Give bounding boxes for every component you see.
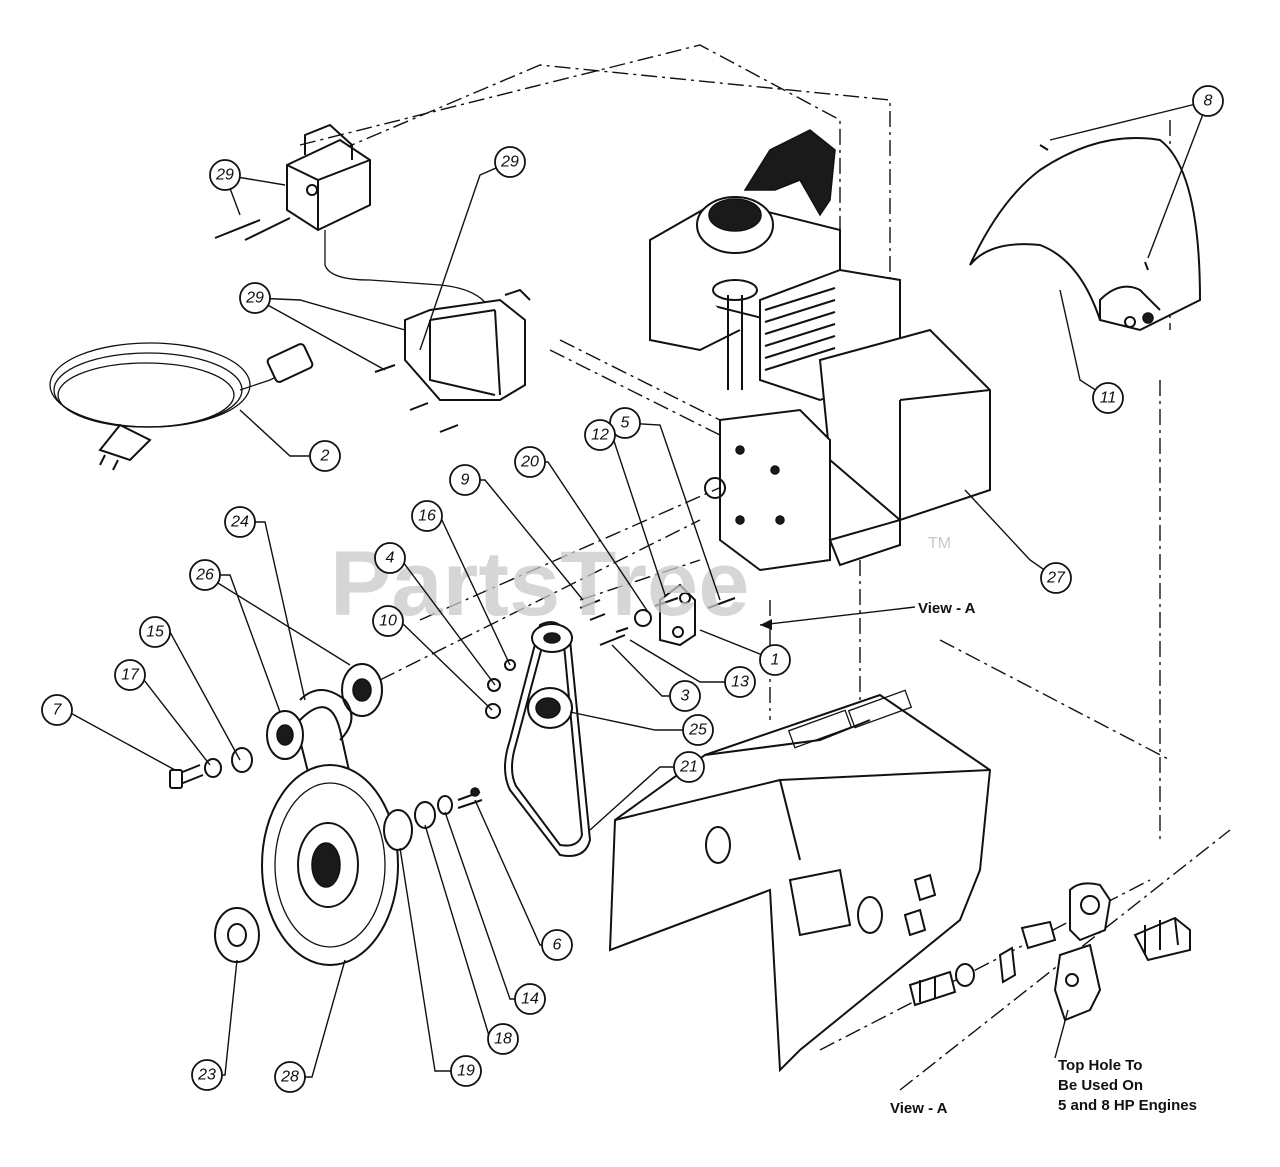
callout-24: 24 [224, 506, 256, 538]
callout-3: 3 [669, 680, 701, 712]
svg-text:25: 25 [688, 722, 707, 739]
svg-text:23: 23 [197, 1067, 216, 1084]
callout-6: 6 [541, 929, 573, 961]
svg-text:6: 6 [553, 937, 562, 954]
drive-pulley-assembly [214, 706, 483, 966]
watermark-trademark: TM [928, 535, 951, 552]
view-a-detail [908, 882, 1191, 1022]
callout-4: 4 [374, 542, 406, 574]
svg-text:29: 29 [245, 290, 264, 307]
svg-text:7: 7 [53, 702, 63, 719]
callout-21: 23 [191, 1059, 223, 1091]
svg-text:29: 29 [215, 167, 234, 184]
svg-text:10: 10 [379, 613, 397, 630]
callout-28: 28 [274, 1061, 306, 1093]
svg-text:4: 4 [386, 550, 395, 567]
svg-text:17: 17 [121, 667, 140, 684]
svg-text:9: 9 [461, 472, 470, 489]
callout-25: 25 [682, 714, 714, 746]
electric-starter [214, 123, 531, 433]
svg-text:3: 3 [681, 688, 690, 705]
svg-text:2: 2 [320, 448, 330, 465]
svg-text:1: 1 [771, 652, 780, 669]
svg-text:14: 14 [521, 991, 539, 1008]
power-cord [49, 342, 314, 471]
view-a-label-bottom: View - A [890, 1100, 948, 1117]
svg-text:26: 26 [195, 567, 214, 584]
svg-text:21: 21 [679, 759, 698, 776]
belt-cover [969, 137, 1202, 332]
callout-29-box: 29 [209, 159, 241, 191]
svg-text:28: 28 [280, 1069, 299, 1086]
svg-text:5: 5 [621, 415, 630, 432]
callout-26: 26 [189, 559, 221, 591]
callout-5: 5 [609, 407, 641, 439]
svg-text:13: 13 [731, 674, 749, 691]
callout-18: 18 [487, 1023, 519, 1055]
svg-text:11: 11 [1100, 390, 1117, 407]
callout-2: 2 [309, 440, 341, 472]
svg-text:8: 8 [1204, 93, 1213, 110]
frame-housing [608, 689, 992, 1073]
callout-15: 15 [139, 616, 171, 648]
callout-8: 8 [1192, 85, 1224, 117]
assembly-guide-lines [299, 44, 1231, 1091]
idler-hardware-stack [169, 663, 383, 789]
svg-text:29: 29 [500, 154, 519, 171]
svg-text:15: 15 [146, 624, 164, 641]
svg-text:19: 19 [457, 1063, 475, 1080]
svg-text:12: 12 [591, 427, 609, 444]
callout-13: 13 [724, 666, 756, 698]
callout-bubbles: 8 11 27 29 29 29 2 5 12 20 9 16 4 10 1 1… [41, 85, 1224, 1093]
callout-1-bracket: 1 [759, 644, 791, 676]
callout-10: 10 [372, 605, 404, 637]
svg-text:16: 16 [418, 508, 436, 525]
engine [649, 129, 991, 572]
view-a-label-top: View - A [918, 600, 976, 617]
callout-29-motor: 29 [239, 282, 271, 314]
callout-29-top: 29 [494, 146, 526, 178]
callout-11: 11 [1092, 382, 1124, 414]
callout-19: 19 [450, 1055, 482, 1087]
svg-text:24: 24 [230, 514, 249, 531]
callout-17: 17 [114, 659, 146, 691]
callout-23: 21 [673, 751, 705, 783]
diagram-notes: View - A View - A Top Hole To Be Used On… [759, 600, 1197, 1117]
svg-text:20: 20 [520, 454, 539, 471]
note-line-3: 5 and 8 HP Engines [1058, 1097, 1197, 1114]
callout-9: 9 [449, 464, 481, 496]
callout-12: 12 [584, 419, 616, 451]
svg-text:27: 27 [1046, 570, 1066, 587]
callout-20: 20 [514, 446, 546, 478]
mounting-bracket [579, 583, 736, 647]
auger-belt-and-pulley [485, 621, 592, 857]
callout-7: 7 [41, 694, 73, 726]
callout-27: 27 [1040, 562, 1072, 594]
callout-14: 14 [514, 983, 546, 1015]
callout-16: 16 [411, 500, 443, 532]
note-line-2: Be Used On [1058, 1077, 1143, 1094]
svg-text:18: 18 [494, 1031, 512, 1048]
note-line-1: Top Hole To [1058, 1057, 1142, 1074]
